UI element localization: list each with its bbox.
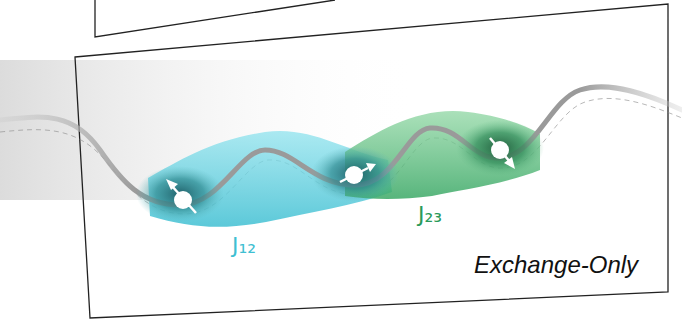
- quantum-dot: [136, 166, 224, 222]
- quantum-dot: [456, 120, 544, 176]
- back-panel: [95, 0, 335, 37]
- panel-title: Exchange-Only: [474, 252, 638, 278]
- panel-plane: [75, 4, 668, 318]
- coupling-label: J₁₂: [232, 234, 256, 258]
- quantum-dot: [311, 146, 399, 202]
- spin-2: [340, 163, 376, 184]
- coupling-label: J₂₃: [418, 203, 442, 227]
- spin-1: [166, 179, 196, 213]
- potential-landscape: [0, 87, 682, 205]
- spin-3: [490, 138, 515, 169]
